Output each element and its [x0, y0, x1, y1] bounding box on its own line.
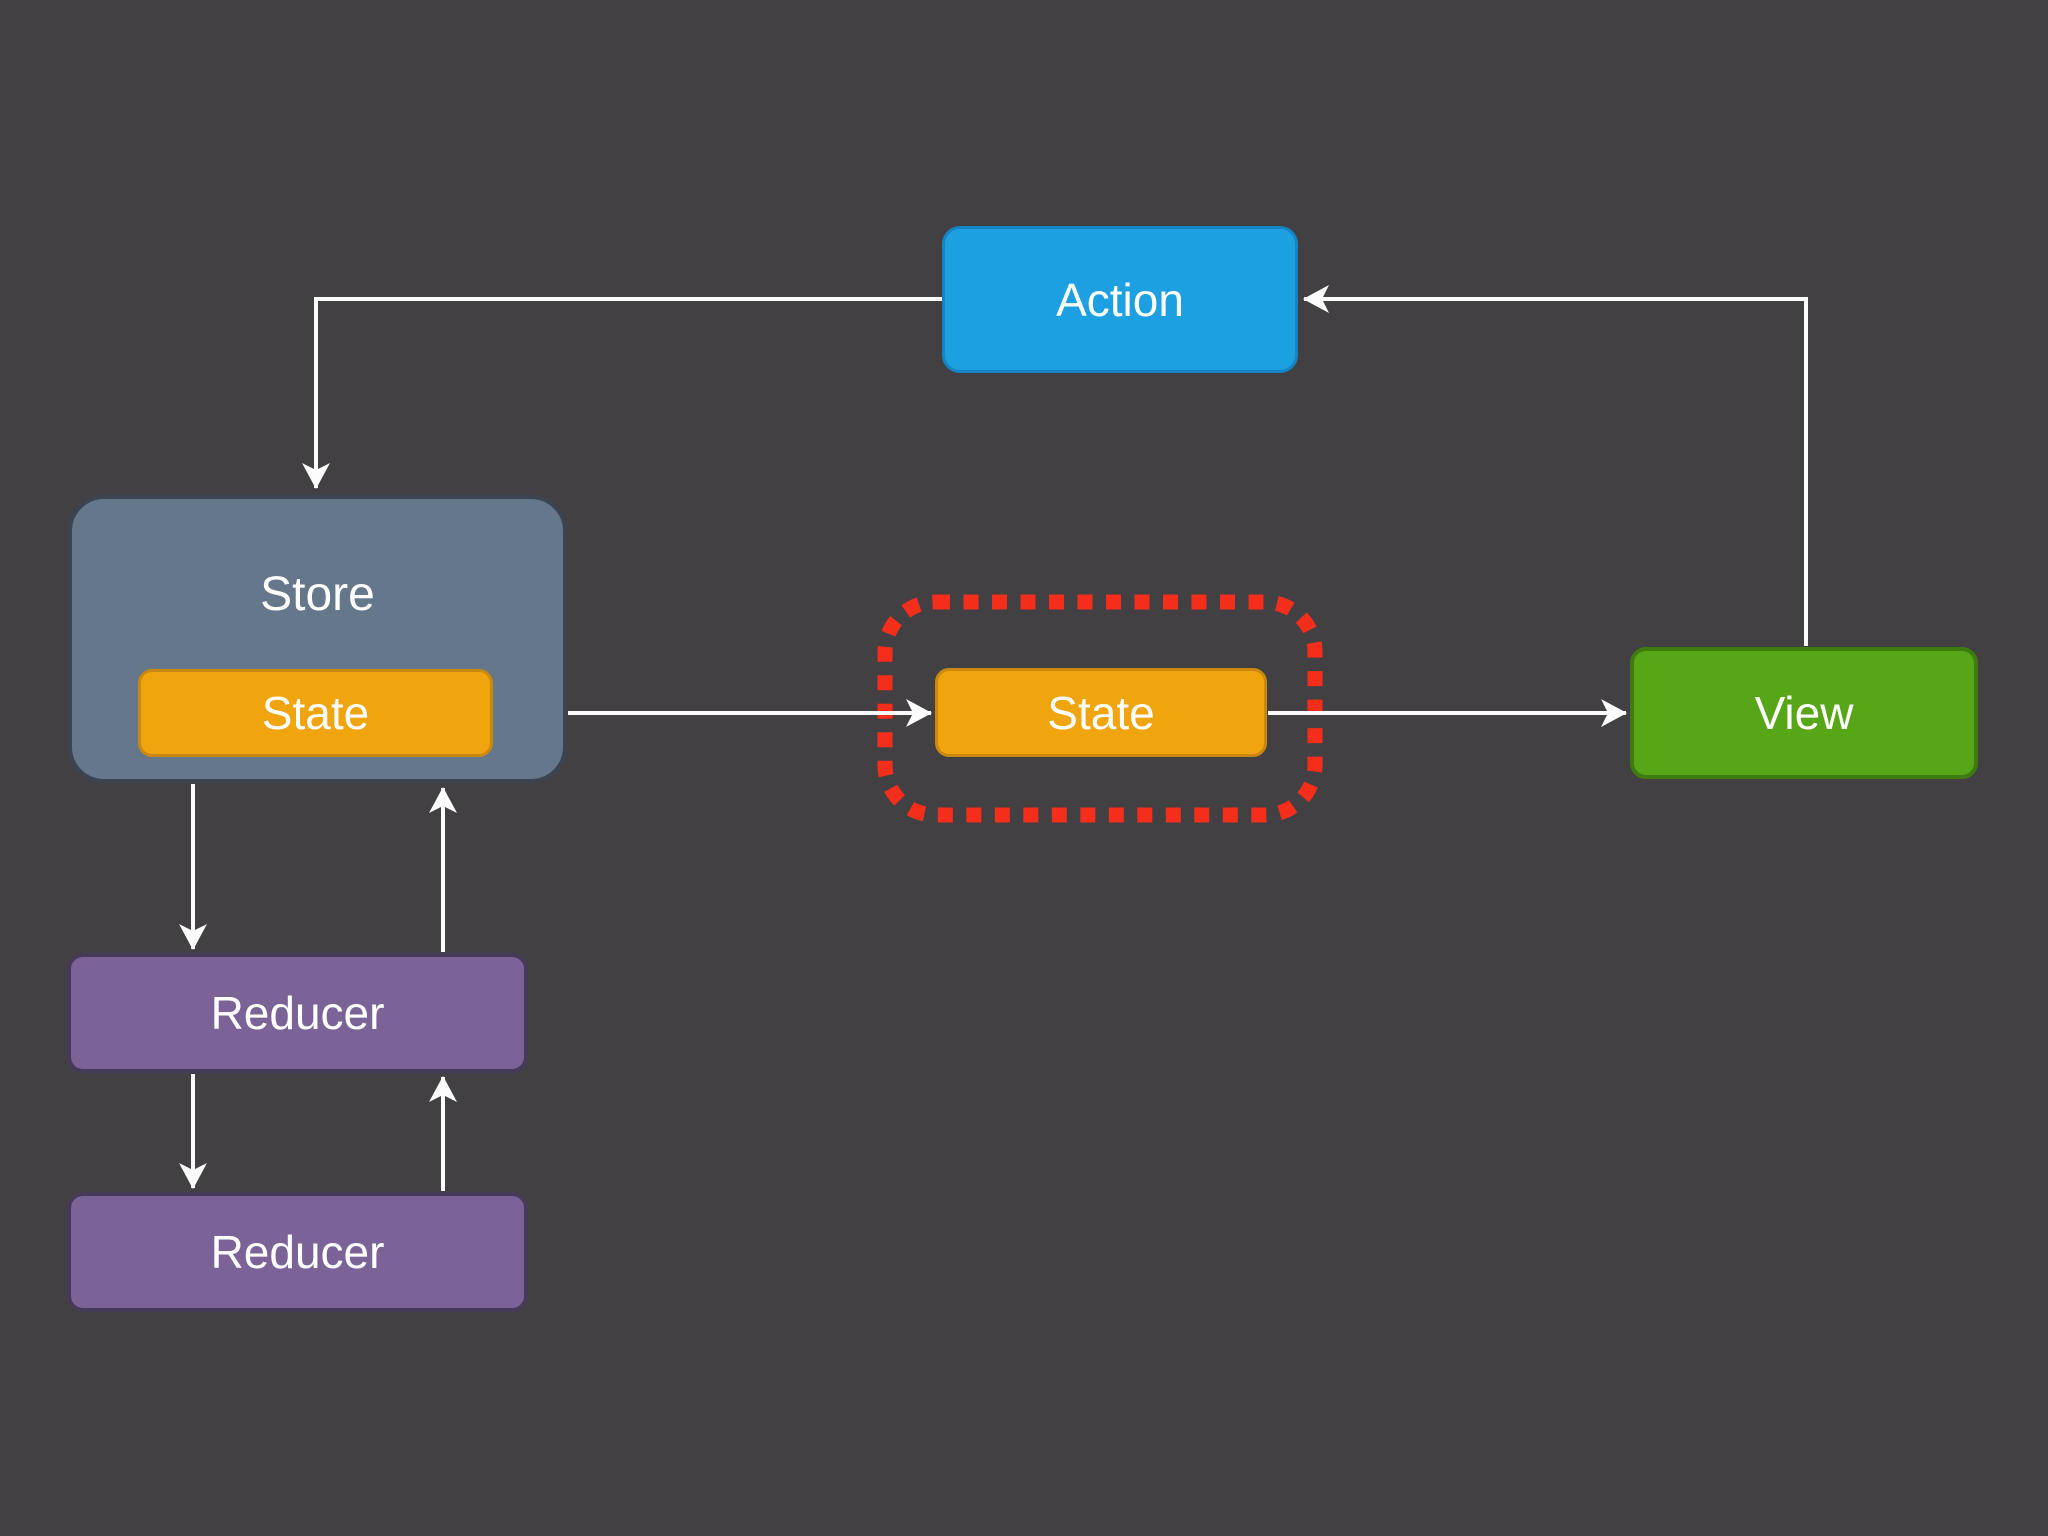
store-state-label: State	[261, 687, 370, 739]
store-node: Store State	[68, 495, 567, 783]
reducer-1-label: Reducer	[210, 987, 385, 1039]
state-label: State	[1047, 686, 1155, 739]
reducer-2-label: Reducer	[210, 1226, 385, 1278]
store-label: Store	[260, 568, 375, 621]
reducer-2-node: Reducer	[67, 1192, 528, 1312]
action-label: Action	[1056, 273, 1184, 326]
state-highlight-dashed-border	[877, 594, 1323, 823]
arrow-view-to-action	[1303, 285, 1808, 646]
store-state-node: State	[138, 669, 493, 757]
reducer-1-node: Reducer	[67, 953, 528, 1073]
state-node-highlighted: State	[935, 668, 1267, 757]
view-label: View	[1754, 687, 1854, 739]
arrow-action-to-store	[302, 297, 942, 489]
view-node: View	[1630, 647, 1978, 779]
action-node: Action	[942, 226, 1298, 373]
